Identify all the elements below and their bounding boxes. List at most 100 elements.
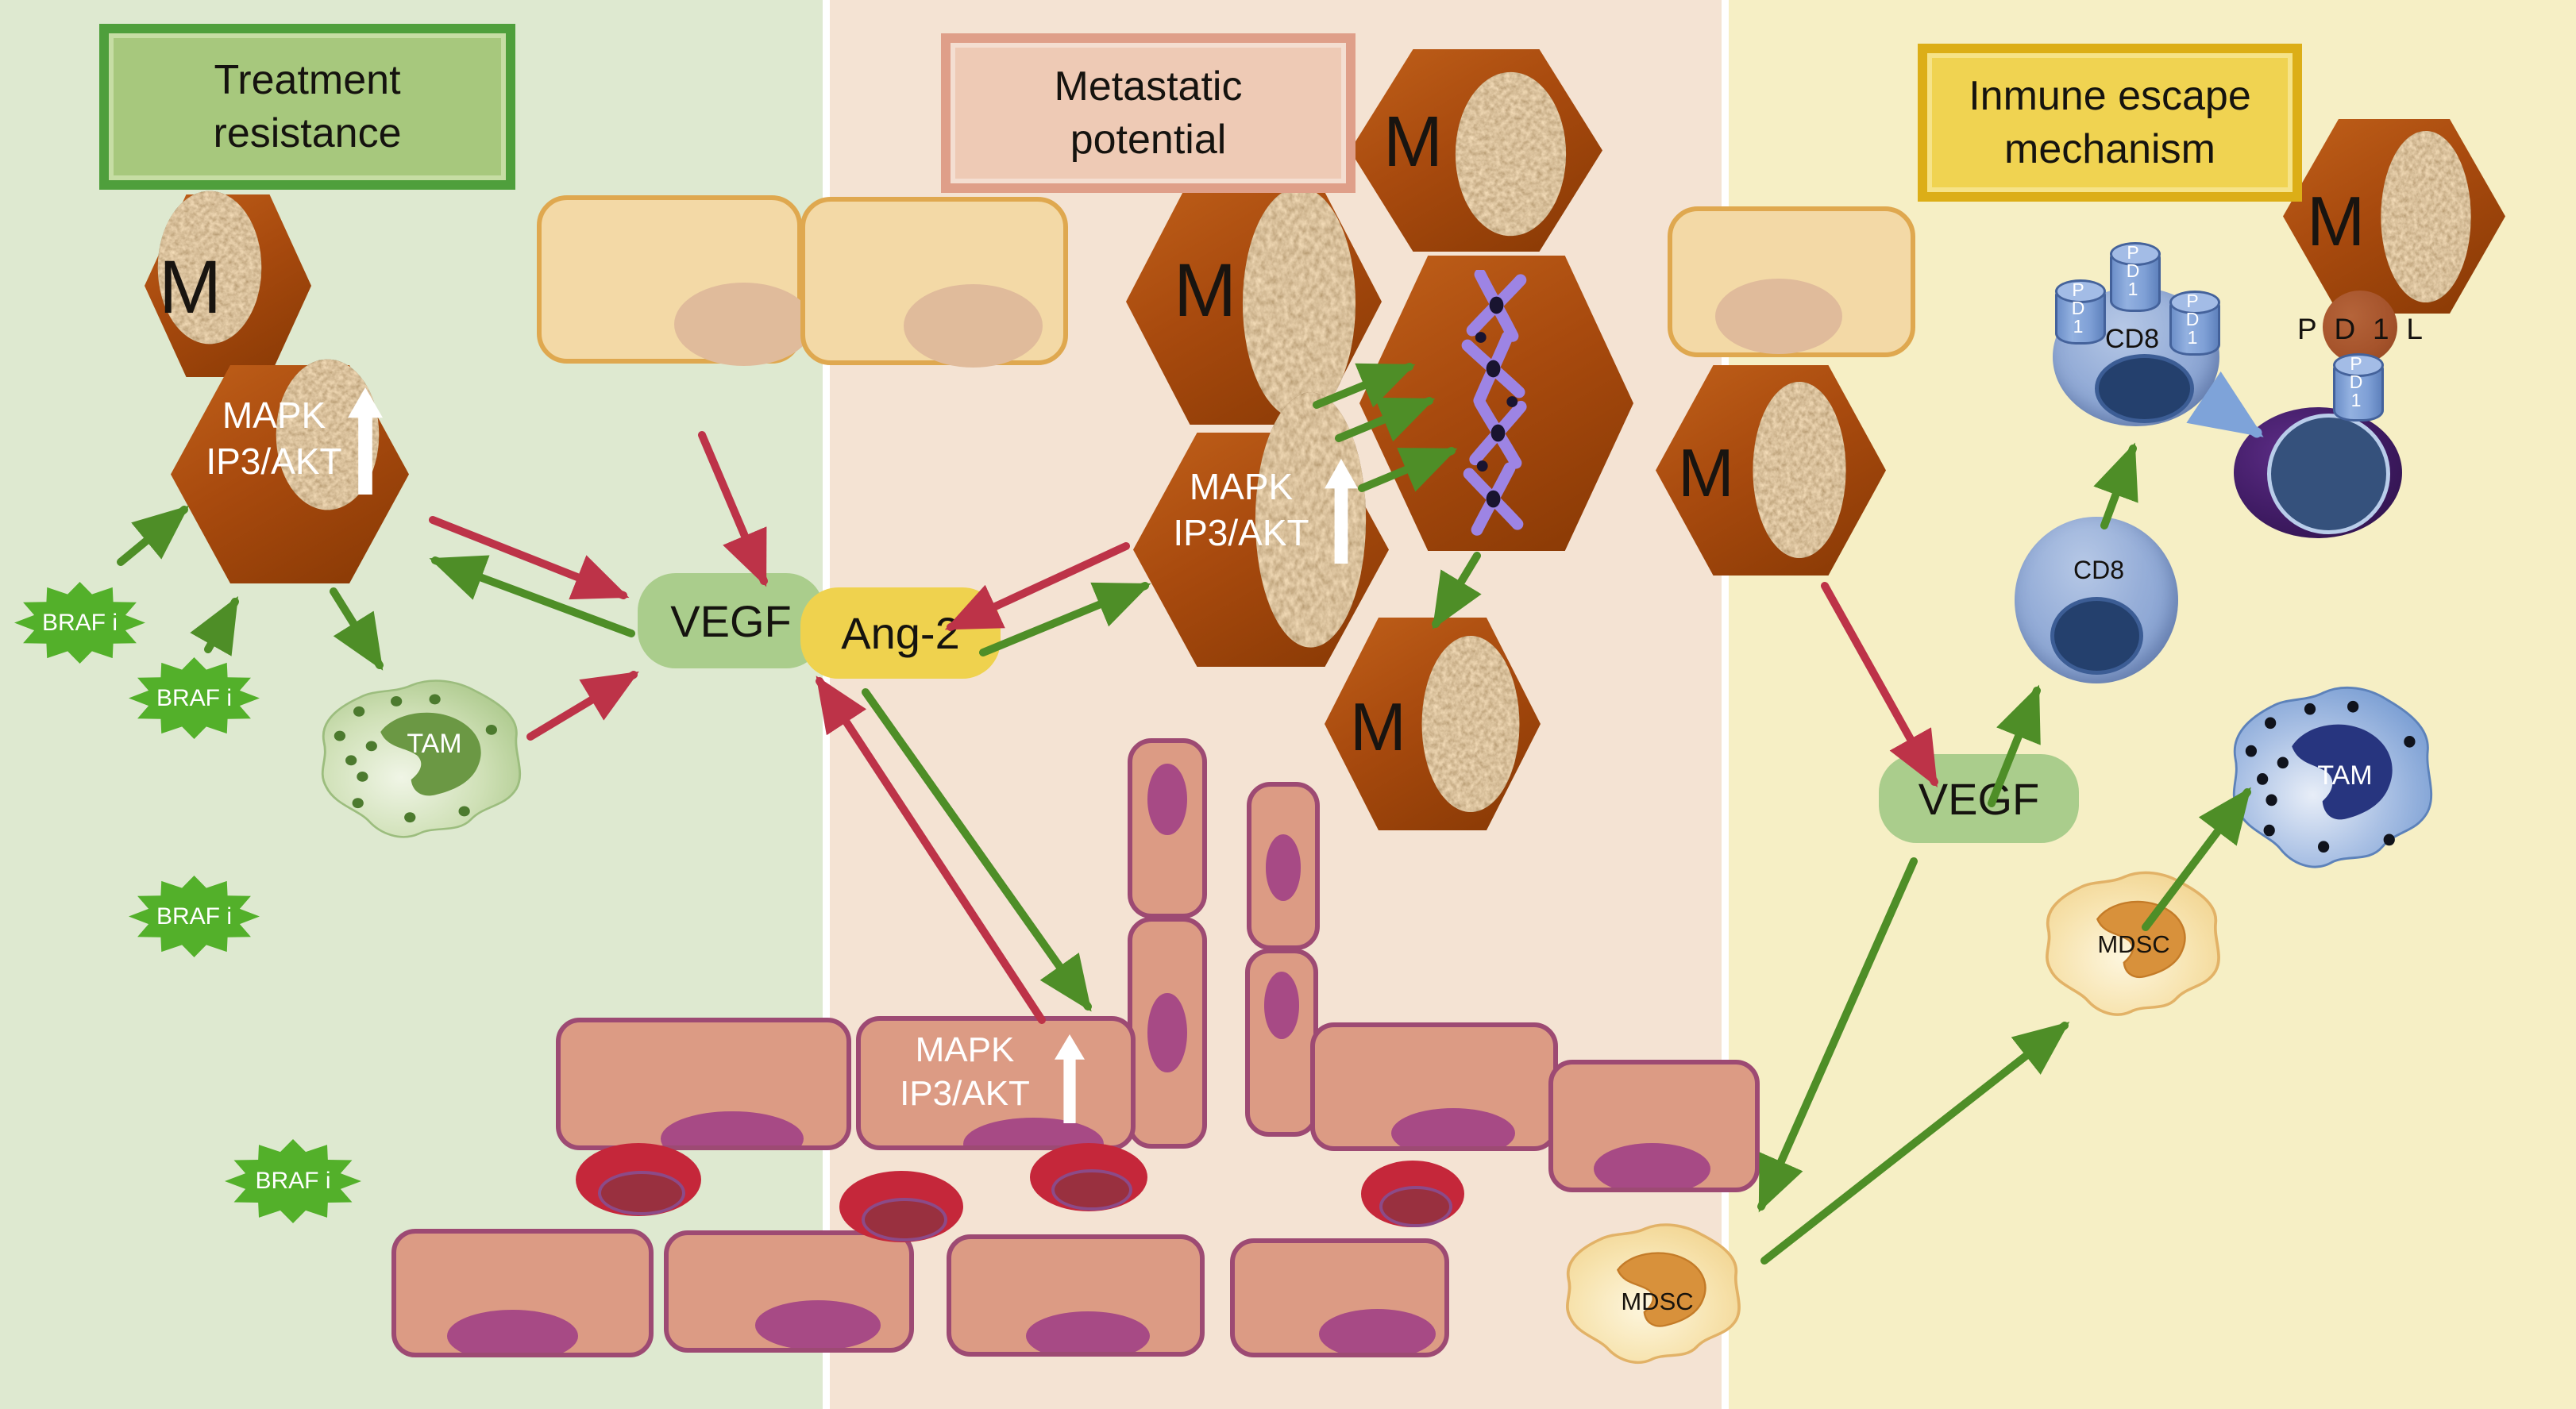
- braf-inhibitor-label: BRAF i: [156, 684, 232, 711]
- endothelial-cell-vertical: [1245, 949, 1318, 1137]
- endothelial-nucleus: [446, 1310, 578, 1353]
- title-metastatic-potential: Metastatic potential: [941, 33, 1355, 193]
- title-line: potential: [1070, 116, 1227, 163]
- pd1-letter: 1: [2187, 327, 2198, 348]
- mapk-pathway-label-vessel: MAPK IP3/AKT: [870, 1028, 1060, 1115]
- melanoma-nucleus-texture: [157, 191, 262, 345]
- arrow-mapk-to-chromosomes-1: [1313, 363, 1416, 409]
- arrow-vessel-to-ang2: [816, 676, 1046, 1024]
- endothelial-cell: [1230, 1238, 1449, 1357]
- melanoma-nucleus-texture: [1421, 636, 1520, 812]
- melanoma-nucleus-texture: [1753, 382, 1846, 558]
- rbc-center: [1051, 1168, 1133, 1211]
- endothelial-nucleus: [1265, 834, 1301, 901]
- pd1-letter: P: [2127, 242, 2139, 263]
- braf-inhibitor-label: BRAF i: [255, 1168, 331, 1194]
- red-blood-cell: [1361, 1161, 1464, 1227]
- melanoma-m-label: M: [1350, 690, 1406, 765]
- arrow-ang2-to-vessel: [862, 688, 1092, 1012]
- endothelial-nucleus: [1593, 1143, 1711, 1188]
- tumor-cell-nucleus: [674, 283, 814, 366]
- arrow-mapk-to-chromosomes-3: [1358, 447, 1458, 492]
- pdl1-letter: 1: [2373, 313, 2389, 345]
- pdl1-letter: D: [2334, 313, 2356, 345]
- arrow-tumorcell-to-vegf: [698, 431, 768, 587]
- melanoma-nucleus-texture: [1255, 392, 1367, 648]
- title-treatment-resistance: Treatment resistance: [99, 24, 515, 190]
- cd8-nucleus: [2050, 596, 2144, 675]
- mdsc-label: MDSC: [2097, 930, 2170, 958]
- endothelial-nucleus: [1025, 1311, 1151, 1352]
- rbc-center: [1379, 1185, 1452, 1227]
- title-line: resistance: [213, 110, 402, 156]
- arrow-tam-to-vegf: [526, 671, 639, 741]
- upregulation-arrow-icon: [1055, 1034, 1085, 1123]
- mapk-pathway-label: MAPK IP3/AKT: [1150, 464, 1332, 556]
- pdl1-ligand-icon: [2323, 291, 2397, 364]
- arrow-ang2-to-mapkmid: [979, 582, 1151, 656]
- braf-inhibitor-label: BRAF i: [41, 609, 118, 636]
- arrow-brafi1-to-mapk: [117, 505, 190, 566]
- tumor-cell-1: [537, 195, 814, 366]
- pd1-letter: 1: [2350, 390, 2362, 410]
- endothelial-nucleus: [755, 1300, 881, 1348]
- arrow-mdsc-to-tam: [2142, 787, 2251, 931]
- endothelial-cell-vertical: [1247, 782, 1320, 950]
- pd1-letter: 1: [2127, 279, 2138, 299]
- endothelial-nucleus: [1147, 763, 1187, 836]
- pd1-cylinder-cap: [2169, 291, 2220, 314]
- melanoma-m-label: M: [2307, 182, 2366, 260]
- upregulation-arrow-icon: [348, 387, 383, 495]
- cd8-label: CD8: [2073, 556, 2124, 584]
- pd1-cylinder-cap: [2333, 353, 2384, 377]
- melanoma-nucleus-texture: [2381, 130, 2471, 303]
- vegf-label: VEGF: [1918, 773, 2040, 824]
- arrow-vegf-to-mdsc-lower: [1757, 857, 1918, 1213]
- tam-label: TAM: [407, 729, 462, 759]
- ip3akt-text: IP3/AKT: [900, 1074, 1030, 1113]
- arrow-mdsclower-to-mdsc: [1760, 1022, 2070, 1265]
- tumor-cell-3: [1668, 206, 1915, 357]
- vegf-pill-left: VEGF: [638, 573, 824, 668]
- pd1-letter: 1: [2073, 316, 2084, 337]
- pd1-cylinder-cap: [2055, 279, 2106, 303]
- pd1-letter: D: [2349, 371, 2363, 392]
- section-divider-right: [1722, 0, 1729, 1409]
- upregulation-arrow-icon: [1325, 459, 1358, 564]
- ip3akt-text: IP3/AKT: [206, 440, 342, 482]
- title-line: Treatment: [214, 56, 401, 103]
- braf-inhibitor-label: BRAF i: [156, 903, 232, 930]
- arrow-mapk-to-vegf: [429, 516, 630, 600]
- pdl1-letter: L: [2406, 313, 2423, 345]
- pd1-letter: D: [2185, 309, 2200, 329]
- mapk-pathway-label: MAPK IP3/AKT: [183, 393, 365, 484]
- pdl1-letter: P: [2297, 313, 2317, 345]
- endothelial-cell: [391, 1229, 654, 1357]
- tam-cell-right: [2232, 686, 2433, 868]
- ang2-pill: Ang-2: [800, 587, 1001, 679]
- endothelial-cell-vertical: [1128, 738, 1207, 918]
- pd1-letter: D: [2126, 260, 2140, 281]
- rbc-center: [598, 1170, 685, 1215]
- endothelial-cell: [1310, 1022, 1558, 1151]
- endothelial-cell: [947, 1234, 1205, 1357]
- vegf-label: VEGF: [670, 595, 792, 646]
- title-line: mechanism: [2004, 125, 2215, 172]
- melanoma-m-label: M: [1383, 102, 1443, 182]
- endothelial-cell: [556, 1018, 851, 1150]
- arrow-cd8-to-exhausted: [2186, 371, 2264, 438]
- arrow-cd8-to-cd8: [2093, 442, 2138, 529]
- exhausted-tcell: [2234, 407, 2402, 538]
- ip3akt-text: IP3/AKT: [1173, 511, 1309, 553]
- exhausted-tcell-nucleus: [2267, 414, 2390, 535]
- arrow-mapkmid-to-ang2: [944, 542, 1130, 631]
- title-immune-escape: Inmune escape mechanism: [1918, 44, 2302, 202]
- cd8-tcell-lower: [2015, 517, 2178, 683]
- pd1-letter: D: [2071, 298, 2085, 318]
- red-blood-cell: [576, 1143, 701, 1216]
- endothelial-nucleus: [1263, 971, 1300, 1039]
